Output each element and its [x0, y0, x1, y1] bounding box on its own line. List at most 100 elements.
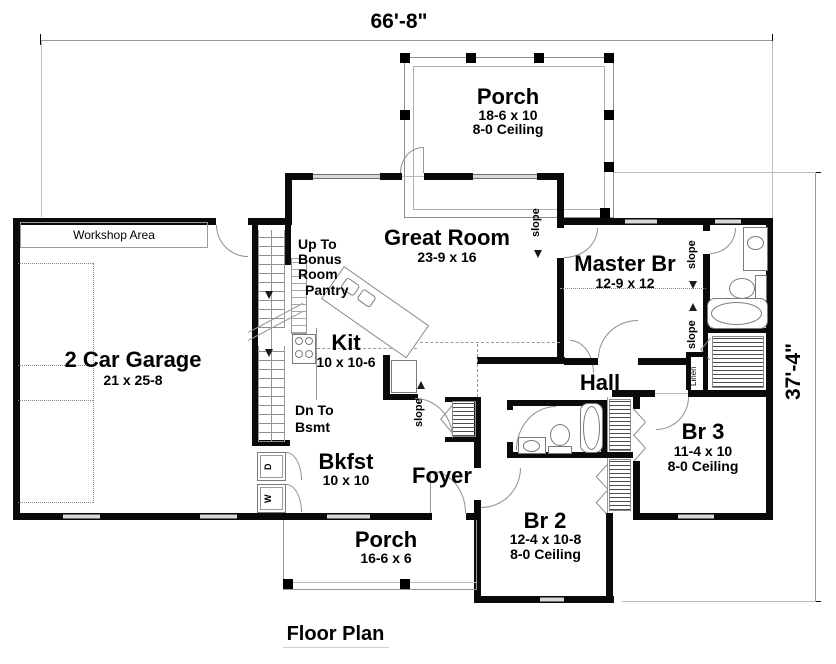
stair-note-line2: Bonus: [298, 251, 342, 267]
room-label-porch-bottom: Porch: [354, 527, 418, 552]
room-size-garage: 21 x 25-8: [103, 372, 163, 388]
reference-dotted-line: [93, 263, 94, 503]
room-label-garage: 2 Car Garage: [64, 347, 202, 372]
porch-post: [283, 579, 293, 589]
dryer-label: D: [263, 463, 273, 470]
ceiling-break-line: [560, 288, 706, 289]
room-label-kitchen: Kit: [331, 330, 361, 355]
wall: [285, 173, 313, 180]
wall: [766, 225, 773, 397]
wall: [557, 258, 564, 358]
closet-hatch: [609, 459, 631, 511]
garage-door-opening: [200, 514, 237, 519]
porch-post: [604, 53, 614, 63]
overall-width-dimension: 66'-8": [370, 10, 428, 33]
porch-post: [600, 208, 610, 218]
wall: [248, 218, 292, 225]
window: [540, 597, 564, 602]
wall: [474, 397, 481, 468]
porch-inner-line: [413, 66, 605, 210]
room-size-porch-bottom: 16-6 x 6: [360, 550, 412, 566]
wall: [703, 254, 710, 333]
wall: [512, 400, 607, 406]
wall: [564, 358, 598, 365]
wall: [557, 218, 773, 225]
dimension-tick: [40, 34, 41, 45]
wall: [686, 352, 691, 397]
extension-line: [772, 41, 773, 225]
wall: [13, 218, 216, 225]
window: [678, 514, 714, 519]
room-label-great-room: Great Room: [384, 225, 510, 250]
room-size-master-br: 12-9 x 12: [595, 275, 655, 291]
washer: [257, 484, 286, 513]
toilet: [550, 424, 570, 446]
porch-inner-line: [283, 582, 477, 583]
wall: [557, 180, 564, 228]
slope-annotation: slope: [686, 240, 698, 270]
wall: [607, 452, 633, 458]
basement-note-line2: Bsmt: [295, 419, 331, 435]
page-title: Floor Plan: [286, 623, 385, 645]
pantry-shelves: [291, 258, 307, 334]
wall: [507, 442, 513, 458]
wall: [13, 225, 20, 520]
door-swing-arc: [216, 225, 248, 257]
room-label-porch-top: Porch: [476, 84, 540, 109]
closet-hatch: [609, 399, 631, 451]
stair-direction-arrow: [265, 291, 273, 299]
room-label-br3: Br 3: [681, 419, 725, 444]
washer-label: W: [263, 494, 273, 503]
wall: [633, 397, 640, 409]
reference-dotted-line: [18, 365, 93, 366]
room-size-kitchen: 10 x 10-6: [316, 354, 376, 370]
wall: [703, 328, 773, 333]
wall: [13, 513, 259, 520]
door-swing-arc: [286, 484, 302, 512]
room-size-great-room: 23-9 x 16: [417, 249, 477, 265]
porch-post: [604, 110, 614, 120]
window: [313, 174, 380, 179]
door-swing-arc: [710, 228, 736, 254]
room-label-master-br: Master Br: [574, 251, 676, 276]
dimension-line: [41, 40, 773, 41]
wall: [285, 225, 291, 265]
closet-hatch: [712, 336, 764, 388]
porch-post: [466, 53, 476, 63]
title-underline: [283, 647, 389, 648]
wall: [380, 173, 402, 180]
room-label-foyer: Foyer: [412, 463, 472, 488]
door-swing-arc: [598, 320, 638, 358]
door-opening: [655, 393, 688, 394]
porch-post: [400, 53, 410, 63]
slope-annotation: slope: [686, 320, 698, 350]
room-label-bkfst: Bkfst: [318, 449, 374, 474]
wall: [285, 180, 292, 225]
reference-dotted-line: [18, 400, 93, 401]
wall: [633, 461, 640, 517]
wall: [466, 513, 481, 520]
stove-burner: [305, 337, 313, 345]
door-leaf: [423, 147, 424, 173]
window: [625, 219, 657, 224]
counter-edge: [316, 328, 317, 400]
closet-door-chevron: [633, 434, 646, 449]
slope-arrow: [689, 303, 697, 311]
room-label-hall: Hall: [579, 370, 621, 395]
window: [327, 514, 370, 519]
cabinet-dashed-line: [317, 348, 417, 349]
ceiling-break-line: [420, 342, 560, 343]
reference-dotted-line: [18, 263, 93, 264]
extension-line: [622, 601, 816, 602]
dryer-inner: [260, 455, 283, 478]
slope-arrow: [534, 250, 542, 258]
basement-note-line1: Dn To: [295, 402, 334, 418]
porch-post: [400, 110, 410, 120]
wall: [445, 437, 478, 442]
workshop-area-box: [20, 222, 208, 248]
slope-annotation: slope: [413, 398, 425, 428]
extension-line: [614, 172, 816, 173]
room-ceiling-br3: 8-0 Ceiling: [667, 458, 739, 474]
stair-note-line1: Up To: [298, 236, 337, 252]
linen-closet-label: Linen: [689, 366, 698, 386]
